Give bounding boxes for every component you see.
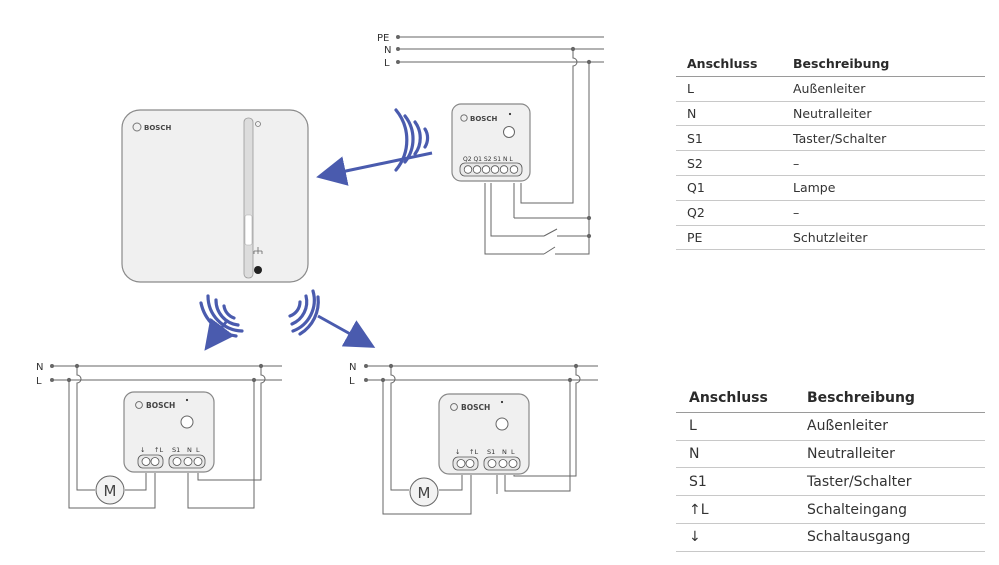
terminal-label: ↓ [455, 448, 460, 456]
table-cell: Taster/Schalter [807, 473, 912, 490]
reset-button [254, 266, 262, 274]
module-brand: BOSCH [146, 401, 175, 410]
table-cell: S1 [687, 130, 703, 146]
table-header-row: Anschluss Beschreibung [676, 52, 985, 77]
module-brand: BOSCH [470, 115, 497, 123]
line-label-l: L [349, 376, 355, 387]
module-button [180, 415, 194, 429]
table-cell: S2 [687, 155, 703, 171]
table-cell: N [689, 445, 700, 462]
table-cell: Q2 [687, 205, 705, 221]
light-switch-module: PE N L BOSCH Q2 Q1 S2 S1 N L [377, 33, 604, 255]
column-header: Anschluss [687, 56, 758, 72]
signal-arrows [204, 151, 433, 351]
column-header: Beschreibung [807, 390, 915, 407]
table-cell: Neutralleiter [793, 105, 872, 121]
shutter-module-right: N L BOSCH ↓ ↑L S1 N L M [349, 362, 598, 515]
table-row: S2 – [676, 151, 985, 176]
table-cell: Schalteingang [807, 501, 908, 518]
table-cell: Lampe [793, 180, 836, 196]
terminal-label: S1 [487, 448, 495, 456]
column-header: Anschluss [689, 390, 768, 407]
terminal-label: N [187, 446, 192, 454]
table-cell: Außenleiter [807, 418, 889, 435]
line-label-pe: PE [377, 33, 389, 44]
terminal-labels: Q2 Q1 S2 S1 N L [463, 156, 513, 163]
table-cell: L [687, 81, 694, 97]
table-row: S1 Taster/Schalter [676, 468, 985, 497]
hub-brand: BOSCH [144, 124, 171, 132]
table-cell: Q1 [687, 180, 705, 196]
line-label-l: L [384, 58, 390, 69]
module-button [503, 126, 515, 138]
table-row: L Außenleiter [676, 413, 985, 441]
column-header: Beschreibung [793, 56, 890, 72]
table-cell: ↓ [689, 529, 701, 546]
motor-icon [95, 475, 125, 505]
line-label-n: N [349, 362, 356, 373]
motor-label: M [418, 484, 431, 502]
table-row: ↑L Schalteingang [676, 496, 985, 524]
terminal-label: ↑L [154, 446, 163, 454]
table-row: L Außenleiter [676, 77, 985, 102]
power-icon [255, 121, 261, 127]
bosch-logo-icon [135, 401, 143, 409]
smart-home-controller: BOSCH [121, 109, 309, 283]
line-label-l: L [36, 376, 42, 387]
table-row: N Neutralleiter [676, 102, 985, 127]
terminal-label: L [511, 448, 515, 456]
motor-label: M [104, 482, 117, 500]
bosch-logo-icon [132, 122, 142, 132]
table-row: S1 Taster/Schalter [676, 126, 985, 152]
table-row: Q2 – [676, 201, 985, 226]
table-cell: Schutzleiter [793, 229, 868, 245]
table-row: N Neutralleiter [676, 441, 985, 469]
table-row: ↓ Schaltausgang [676, 524, 985, 552]
terminal-label: L [196, 446, 200, 454]
table-cell: N [687, 105, 697, 121]
supply-lines [396, 35, 604, 255]
terminal-label: ↓ [140, 446, 145, 454]
terminal-block [459, 162, 523, 177]
led-strip [243, 117, 254, 279]
terminal-table-light: Anschluss Beschreibung L Außenleiter N Neu… [676, 52, 985, 251]
module-brand: BOSCH [461, 403, 490, 412]
table-cell: – [793, 205, 800, 221]
line-label-n: N [384, 45, 391, 56]
table-cell: Taster/Schalter [793, 130, 887, 146]
table-cell: S1 [689, 473, 707, 490]
network-icon [253, 247, 263, 254]
line-label-n: N [36, 362, 43, 373]
table-cell: Neutralleiter [807, 445, 895, 462]
terminal-label: N [502, 448, 507, 456]
bosch-logo-icon [450, 403, 458, 411]
table-header-row: Anschluss Beschreibung [676, 385, 985, 413]
motor-icon [409, 477, 439, 507]
module-button [495, 417, 509, 431]
bosch-logo-icon [460, 114, 468, 122]
terminal-label: ↑L [469, 448, 478, 456]
table-cell: Außenleiter [793, 81, 866, 97]
shutter-module-left: N L BOSCH ↓ ↑L S1 N L M [36, 362, 282, 509]
terminal-table-shutter: Anschluss Beschreibung L Außenleiter N Neu… [676, 385, 985, 552]
table-cell: L [689, 418, 697, 435]
table-cell: – [793, 155, 800, 171]
terminal-label: S1 [172, 446, 180, 454]
table-cell: ↑L [689, 501, 709, 518]
table-cell: PE [687, 229, 703, 245]
table-row: Q1 Lampe [676, 176, 985, 201]
table-cell: Schaltausgang [807, 529, 911, 546]
table-row: PE Schutzleiter [676, 226, 985, 251]
